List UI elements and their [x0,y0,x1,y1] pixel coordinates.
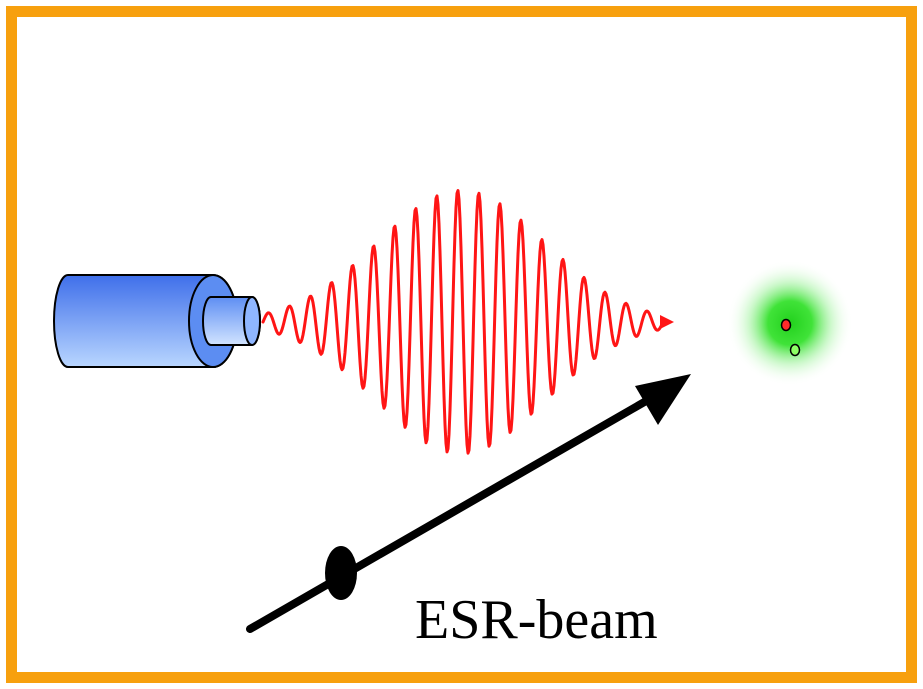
target [727,260,853,386]
laser-source [53,274,261,368]
laser-pulse-wave [261,188,674,455]
beam-particle [325,546,357,600]
esr-beam-arrow [246,374,691,633]
beam-arrowhead [635,374,691,425]
laser-inner-face [243,296,261,346]
ion-red [780,318,792,332]
ion-green [789,343,801,357]
beam-line [246,389,664,633]
beam-label: ESR-beam [415,589,658,651]
